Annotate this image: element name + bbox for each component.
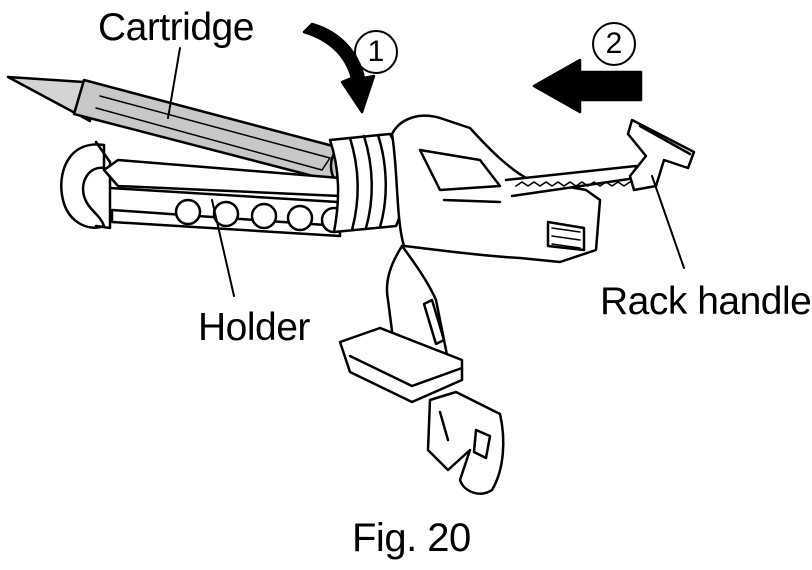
- battery-mount: [338, 326, 464, 404]
- gun-body: [390, 114, 602, 264]
- rack-handle-leader-line: [651, 175, 685, 269]
- holder-leader-line: [211, 199, 235, 297]
- rack-handle: [626, 118, 696, 192]
- belt-hook: [426, 390, 505, 495]
- left-arrow-icon: [532, 58, 643, 114]
- rotate-arrow-icon: [302, 22, 376, 114]
- rack-handle-label: Rack handle: [600, 280, 812, 323]
- step-2-marker: 2: [592, 22, 636, 66]
- figure-caption: Fig. 20: [352, 516, 471, 560]
- holder-label: Holder: [198, 306, 310, 349]
- cartridge-label: Cartridge: [98, 6, 254, 49]
- holder-hook: [60, 143, 106, 229]
- cartridge-leader-line: [167, 47, 181, 119]
- step-1-marker: 1: [354, 30, 398, 74]
- front-collar: [328, 132, 405, 234]
